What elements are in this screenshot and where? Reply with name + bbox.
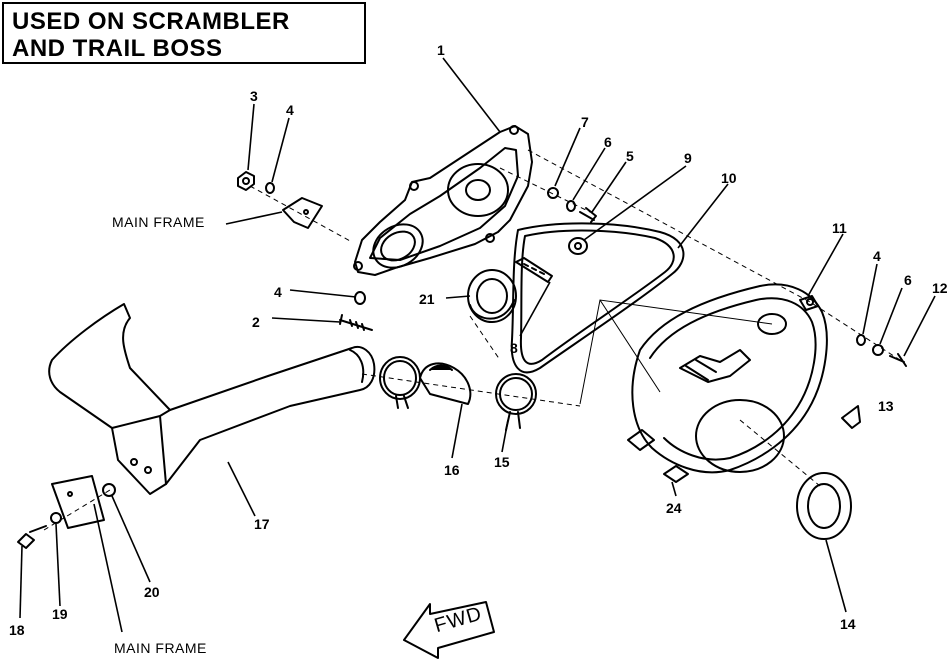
leader-7 [554,127,581,187]
nut-part-3 [237,171,255,191]
callout-5: 5 [626,148,634,164]
leader-18 [19,545,23,619]
callout-1: 1 [437,42,445,58]
seal-part-21 [467,269,517,323]
leader-12 [903,295,936,357]
callout-17: 17 [254,516,270,532]
title-line-2: AND TRAIL BOSS [12,35,223,62]
leader-15 [501,419,509,453]
washer-part-4-right [856,334,866,346]
leader-11 [807,233,844,297]
upper-frame-bracket [282,197,323,229]
alignment-line-right [527,149,901,361]
leader-14 [825,539,847,613]
callout-3: 3 [250,88,258,104]
callout-7: 7 [581,114,589,130]
washer-part-4-upper [265,182,275,194]
screw-part-12 [889,353,907,367]
callout-2: 2 [252,314,260,330]
leader-9 [583,165,687,241]
air-intake-duct-part-17 [48,303,376,495]
callout-16: 16 [444,462,460,478]
callout-9: 9 [684,150,692,166]
leader-8 [519,281,551,337]
gasket-part-14 [796,472,852,540]
callout-11: 11 [832,220,847,236]
leader-19 [55,523,61,607]
callout-10: 10 [721,170,737,186]
callout-13: 13 [878,398,894,414]
leader-6-right [879,287,903,345]
leader-5 [591,161,627,213]
main-frame-label-lower: MAIN FRAME [114,640,207,656]
washer-part-9 [568,237,588,255]
callout-4-right: 4 [873,248,881,264]
alignment-line-boot [361,373,581,407]
bolt-washers-part-5-6-7 [547,187,597,223]
callout-18: 18 [9,622,25,638]
intake-boot-part-16 [419,362,472,405]
callout-21: 21 [419,291,435,307]
washer-part-20 [102,483,116,497]
leader-4-right [862,263,878,335]
screw-part-18 [17,525,47,549]
leader-16 [451,403,463,459]
model-applicability-note: USED ON SCRAMBLER AND TRAIL BOSS [2,2,366,64]
drive-belt-part-10 [510,222,685,374]
alignment-line-cover [499,167,591,213]
washer-part-6-right [872,344,884,356]
outer-clutch-cover-part-11 [627,283,828,474]
callout-14: 14 [840,616,856,632]
callout-4-upper: 4 [286,102,294,118]
callout-24: 24 [666,500,682,516]
fwd-direction-arrow [403,601,495,659]
callout-8: 8 [510,340,518,356]
callout-19: 19 [52,606,68,622]
clamp-part-15 [495,373,537,431]
decal-part-13 [841,405,861,429]
leader-2 [271,317,341,323]
main-frame-label-upper: MAIN FRAME [112,214,205,230]
leader-1 [442,57,501,133]
leader-20 [111,495,151,583]
leader-24 [671,481,677,497]
washer-part-4-middle [354,291,366,305]
leader-main-frame-upper [225,211,283,225]
title-line-1: USED ON SCRAMBLER [12,8,290,35]
inner-cover-plate-part-1 [353,125,533,276]
alignment-line-upper [249,185,353,243]
callout-6-right: 6 [904,272,912,288]
callout-20: 20 [144,584,160,600]
leader-10 [677,183,729,249]
lower-frame-bracket [51,475,105,529]
screw-part-8 [515,257,553,283]
screw-part-2 [339,314,373,331]
washer-part-19 [50,512,62,524]
alignment-line-mount [43,489,111,531]
clamp-left [379,356,421,409]
leader-4-middle [289,289,357,298]
callout-12: 12 [932,280,948,296]
callout-6: 6 [604,134,612,150]
clip-part-24 [663,465,689,483]
callout-4-middle: 4 [274,284,282,300]
leader-6 [572,147,606,201]
leader-17 [227,461,256,517]
leader-main-frame-lower [93,503,123,633]
leader-3 [247,103,255,171]
leader-21 [445,295,471,299]
leader-4-upper [271,117,290,183]
callout-15: 15 [494,454,510,470]
belt-reference-lines [579,299,773,405]
